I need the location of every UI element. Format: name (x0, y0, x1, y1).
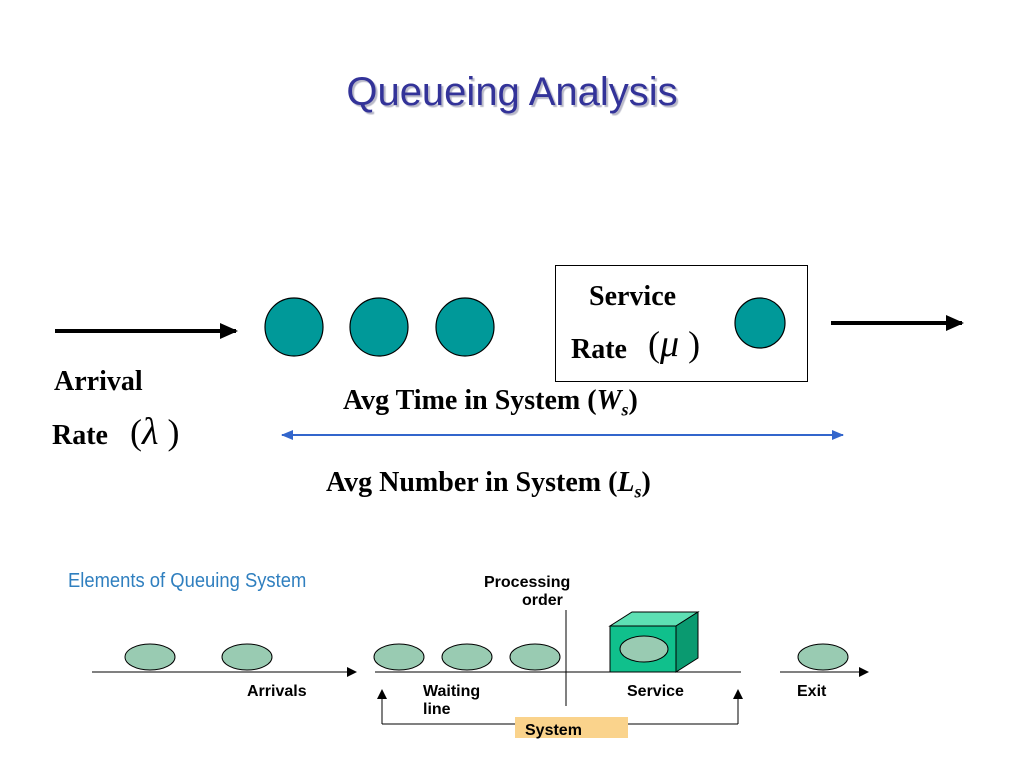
arrival-customer (124, 643, 176, 671)
exit-customer (797, 643, 849, 671)
waiting-customer (509, 643, 561, 671)
arrival-customer (221, 643, 273, 671)
waiting-line-label-line1: Waiting (423, 683, 481, 700)
queue-customer (264, 297, 324, 357)
service-rate-label-line1: Service (589, 281, 677, 312)
waiting-line-label-line2: line (423, 701, 451, 718)
arrivals-label: Arrivals (247, 683, 307, 700)
slide-title: Queueing Analysis (346, 70, 678, 114)
service-customer (734, 297, 786, 349)
avg-number-in-system-label: Avg Number in System (Ls) (326, 467, 651, 502)
service-customer-small (619, 635, 669, 663)
exit-label: Exit (797, 683, 827, 700)
service-rate-box (555, 265, 808, 382)
service-label: Service (627, 683, 684, 700)
service-rate-symbol: (μ ) (648, 323, 701, 365)
service-rate-label-line2: Rate (571, 334, 627, 365)
processing-order-label-line1: Processing (484, 574, 571, 591)
waiting-customer (441, 643, 493, 671)
queue-customer (435, 297, 495, 357)
elements-heading: Elements of Queuing System (68, 570, 307, 592)
server-cube (608, 611, 700, 673)
system-label: System (525, 722, 582, 739)
arrival-rate-label-line2: Rate (52, 420, 108, 451)
system-label-box (515, 717, 628, 738)
arrival-rate-symbol: (λ ) (130, 411, 180, 453)
avg-time-in-system-label: Avg Time in System (Ws) (343, 385, 638, 420)
queue-customer (349, 297, 409, 357)
processing-order-label-line2: order (522, 592, 563, 609)
arrival-rate-label-line1: Arrival (54, 366, 143, 397)
waiting-customer (373, 643, 425, 671)
